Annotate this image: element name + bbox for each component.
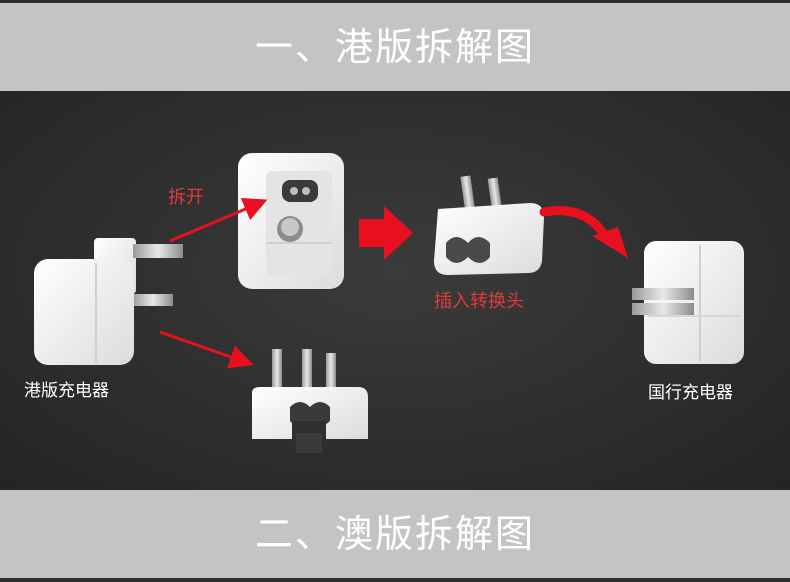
bottom-edge-strip [0, 578, 790, 582]
disassembly-illustration [34, 153, 744, 453]
big-right-arrow [359, 206, 413, 260]
curved-red-arrow [539, 206, 628, 258]
cn-plug-adapter-image [434, 175, 544, 275]
uk-plug-adapter-image [252, 349, 368, 453]
cn-charger-image [632, 241, 744, 364]
hk-charger-label: 港版充电器 [24, 381, 109, 401]
arrow-to-opened-charger [169, 197, 268, 243]
disassemble-label: 拆开 [168, 187, 204, 208]
cn-charger-label: 国行充电器 [648, 383, 733, 403]
top-edge-strip [0, 0, 790, 3]
section-title: 二、澳版拆解图 [254, 512, 535, 556]
header-band: 一、港版拆解图 [0, 3, 790, 91]
disassembly-stage: 拆开 港版充电器 插入转换头 国行充电器 [0, 91, 790, 490]
hk-charger-image [34, 238, 183, 365]
page-title: 一、港版拆解图 [254, 25, 535, 69]
footer-band: 二、澳版拆解图 [0, 490, 790, 578]
arrow-to-uk-plug [159, 330, 254, 369]
opened-charger-image [238, 153, 344, 289]
plug-adapter-label: 插入转换头 [434, 291, 524, 312]
